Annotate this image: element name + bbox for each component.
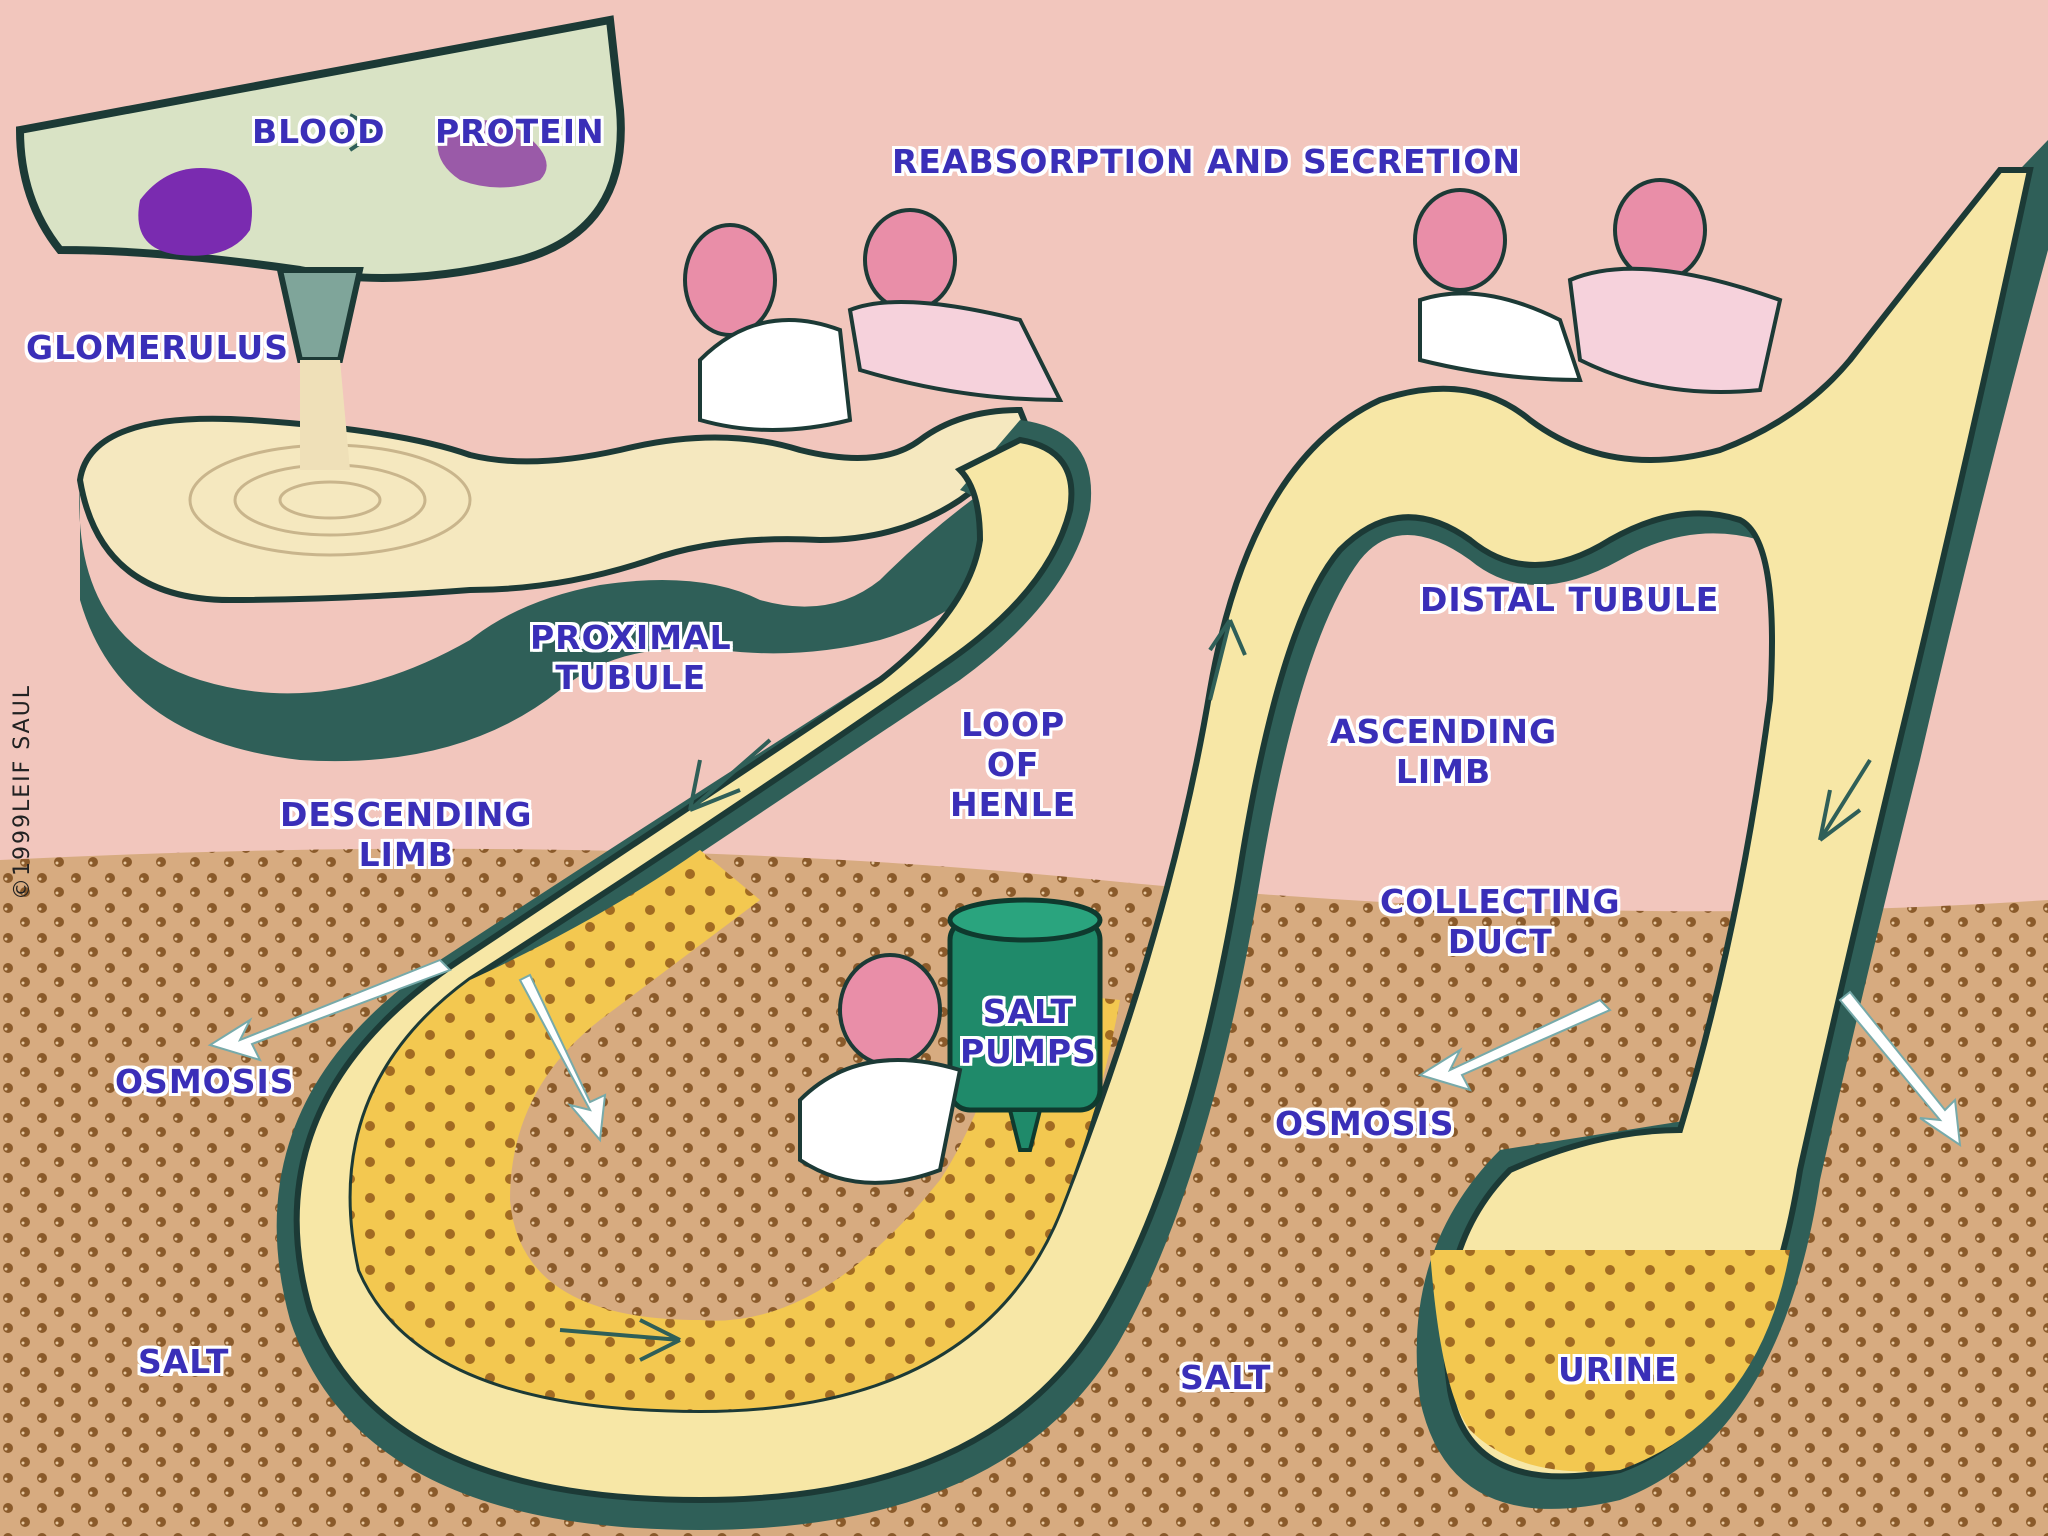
label-distal-tubule: DISTAL TUBULE [1420, 580, 1720, 619]
protein-blob-right [437, 120, 547, 188]
blood-trough [15, 15, 625, 470]
urine-fluid [1430, 1250, 1790, 1472]
label-collecting-duct: COLLECTING DUCT [1380, 882, 1621, 961]
label-descending-limb: DESCENDING LIMB [280, 795, 533, 874]
label-blood: BLOOD [252, 112, 386, 151]
salt-pump [947, 897, 1103, 1152]
flow-arrows [289, 113, 1872, 1362]
protein-blob [138, 168, 252, 256]
copyright-text: ©1999LEIF SAUL [10, 683, 35, 900]
label-salt-pumps: SALT PUMPS [960, 992, 1097, 1071]
label-osmosis-right: OSMOSIS [1275, 1104, 1455, 1143]
label-protein: PROTEIN [435, 112, 605, 151]
label-salt-center: SALT [1180, 1358, 1272, 1397]
workers [683, 178, 1783, 1185]
osmosis-arrows [207, 958, 1962, 1148]
label-ascending-limb: ASCENDING LIMB [1330, 712, 1558, 791]
label-osmosis-left: OSMOSIS [115, 1062, 295, 1101]
label-salt-left: SALT [138, 1342, 230, 1381]
label-reabsorption-and-secretion: REABSORPTION AND SECRETION [892, 142, 1521, 181]
label-proximal-tubule: PROXIMAL TUBULE [530, 618, 732, 697]
label-urine: URINE [1558, 1350, 1678, 1389]
nephron-tubule [276, 140, 2048, 1530]
label-glomerulus: GLOMERULUS [26, 328, 289, 367]
label-loop-of-henle: LOOP OF HENLE [950, 705, 1077, 824]
loop-salt-fluid [351, 850, 1120, 1410]
